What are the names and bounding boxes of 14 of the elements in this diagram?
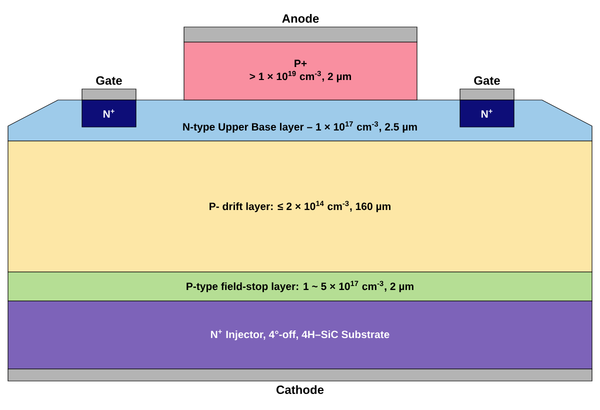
drift-layer: P- drift layer: ≤ 2 × 10$^{14}$ cm$^{-3}$, 160 µm [8,140,592,272]
anode-contact: Anode [184,14,418,42]
node-label: Anode [282,14,319,23]
field-stop-layer: P-type field-stop layer: 1 ~ 5 × 10$^{17}$ cm$^{-3}$, 2 µm [8,272,592,302]
substrate-layer: N$^{+}$ Injector, 4°-off, 4H–SiC Substrate [8,300,592,370]
p-plus-region: P+ > 1 × 10$^{19}$ cm$^{-3}$, 2 µm [184,42,418,100]
gate-contact: Gate [460,76,514,100]
node-label: Gate [474,76,500,85]
n-plus-region: N$^{+}$ [82,100,136,128]
gate-contact: Gate [82,76,136,100]
node-label: Cathode [276,385,324,394]
cathode-contact: Cathode [8,368,592,394]
n-plus-region: N$^{+}$ [460,100,514,128]
node-label: Gate [96,76,122,85]
